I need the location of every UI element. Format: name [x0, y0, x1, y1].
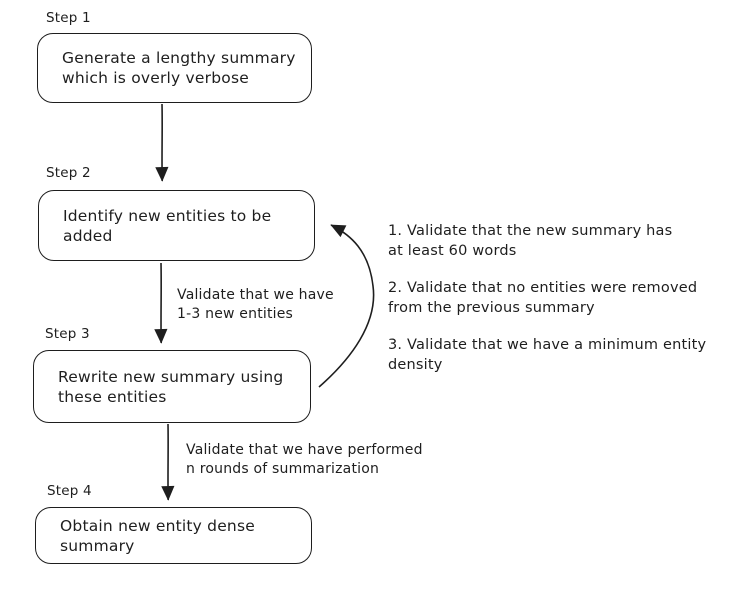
note-line: 2. Validate that no entities were remove…	[388, 280, 698, 296]
step1-label: Step 1	[46, 10, 91, 26]
note-line: at least 60 words	[388, 243, 517, 259]
edge-label-line: n rounds of summarization	[186, 461, 380, 477]
node-text-line: these entities	[58, 387, 167, 406]
step4-node: Obtain new entity dense summary	[35, 507, 312, 564]
node-text-line: Obtain new entity dense	[60, 516, 255, 535]
node-text-line: Generate a lengthy summary	[62, 49, 296, 67]
step2-label: Step 2	[46, 165, 91, 181]
arrow-loop-step3-to-step2	[318, 224, 375, 388]
node-text-line: added	[63, 226, 113, 245]
edge-label-n-rounds: Validate that we have performed n rounds…	[186, 441, 423, 479]
step1-node: Generate a lengthy summary which is over…	[37, 33, 312, 103]
node-text-line: summary	[60, 536, 135, 555]
node-text-line: Rewrite new summary using	[58, 367, 284, 386]
note-line: 1. Validate that the new summary has	[388, 223, 673, 239]
edge-label-line: Validate that we have	[177, 287, 334, 303]
note-line: density	[388, 357, 443, 373]
note-line: from the previous summary	[388, 300, 595, 316]
node-text-line: Identify new entities to be	[63, 206, 272, 225]
step4-label: Step 4	[47, 483, 92, 499]
edge-label-line: Validate that we have performed	[186, 442, 423, 458]
node-text-line: which is overly verbose	[62, 69, 249, 87]
step2-node: Identify new entities to be added	[38, 190, 315, 261]
loop-note-1: 1. Validate that the new summary has at …	[388, 221, 718, 261]
note-line: 3. Validate that we have a minimum entit…	[388, 337, 707, 353]
step3-label: Step 3	[45, 326, 90, 342]
loop-note-2: 2. Validate that no entities were remove…	[388, 278, 718, 318]
loop-validation-notes: 1. Validate that the new summary has at …	[388, 221, 718, 392]
step3-node: Rewrite new summary using these entities	[33, 350, 311, 423]
edge-label-1-3-entities: Validate that we have 1-3 new entities	[177, 286, 334, 324]
loop-note-3: 3. Validate that we have a minimum entit…	[388, 335, 718, 375]
edge-label-line: 1-3 new entities	[177, 306, 294, 322]
